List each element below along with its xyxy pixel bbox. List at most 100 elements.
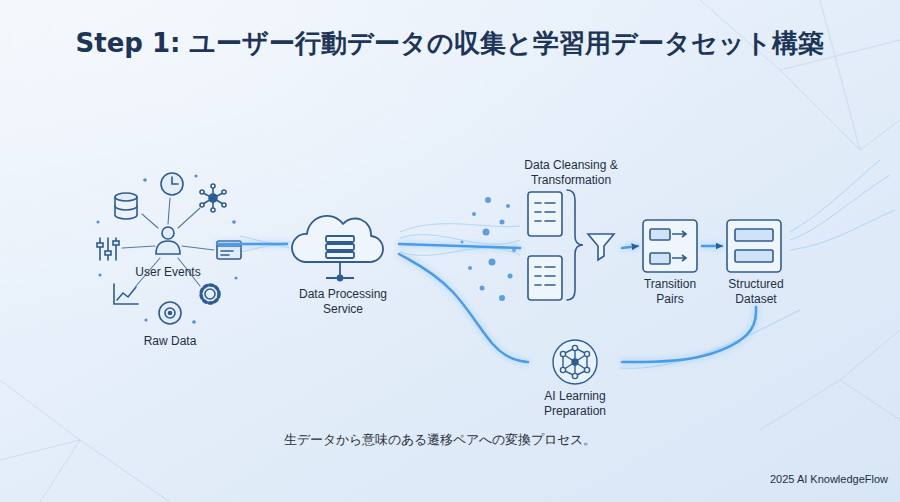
- ai-network-icon-part: [572, 359, 578, 365]
- user-event-icons-part: [211, 208, 215, 212]
- user-event-icons-part-part: [168, 198, 170, 224]
- flow-streams-part: [620, 310, 800, 368]
- user-event-icons-part-part: [182, 246, 214, 250]
- flow-connector: [622, 246, 638, 248]
- user-event-icons: [97, 173, 242, 324]
- flow-streams: [240, 160, 895, 368]
- icon-area: [528, 338, 622, 386]
- data-particles-part: [483, 229, 490, 236]
- cleansing-icons-part: [567, 190, 583, 300]
- flow-node: User Events: [118, 226, 218, 280]
- user-event-icons-part: [169, 312, 172, 315]
- user-event-icons-part-part: [192, 320, 196, 324]
- ai-network-icon-part: [572, 345, 577, 350]
- watermark: 2025 AI KnowledgeFlow: [700, 472, 888, 487]
- flow-streams-part: [400, 224, 520, 232]
- flow-connector: [622, 307, 756, 362]
- user-event-icons-part: [115, 193, 137, 201]
- data-particles-part: [480, 286, 485, 291]
- cleansing-icons-part: [588, 234, 614, 260]
- user-event-icons-part: [200, 203, 204, 207]
- user-event-icons-part: [203, 187, 223, 209]
- user-event-icons-part-part: [178, 208, 200, 228]
- node-label: Data Processing Service: [287, 287, 399, 317]
- cleansing-icons-part: [528, 192, 562, 236]
- ai-network-icon-part: [584, 351, 589, 356]
- flow-connector: [218, 243, 287, 246]
- ai-network-icon-part: [572, 373, 577, 378]
- faint-network-part: [760, 330, 900, 430]
- data-particles-part: [506, 204, 510, 208]
- dataset-icons-part: [735, 250, 773, 262]
- ai-network-icon-part: [584, 367, 589, 372]
- user-event-icons-part: [217, 246, 241, 255]
- diagram-caption: 生データから意味のある遷移ペアへの変換プロセス。: [200, 431, 680, 449]
- node-label: Data Cleansing & Transformation: [520, 158, 622, 188]
- user-event-icons-part-part: [143, 178, 147, 182]
- flow-node: Data Cleansing & Transformation: [520, 158, 622, 308]
- node-label: Structured Dataset: [722, 277, 790, 307]
- user-event-icons-part-part: [97, 221, 100, 224]
- icon-area: [638, 218, 702, 274]
- flow-streams-part: [790, 160, 880, 232]
- user-event-icons-part: [105, 251, 111, 255]
- data-particles-part: [461, 241, 464, 244]
- user-event-icons-part: [162, 227, 174, 239]
- dataset-icons-part: [727, 220, 781, 272]
- faint-network-part: [0, 380, 170, 502]
- user-event-icons-part: [117, 287, 136, 300]
- user-event-icons-part: [114, 284, 138, 304]
- icon-area: [287, 204, 399, 284]
- flow-connector: [702, 245, 722, 248]
- user-event-icons-part: [205, 289, 215, 299]
- ai-network-icon-part: [553, 340, 597, 384]
- flow-node: AI Learning Preparation: [528, 338, 622, 419]
- node-label: Transition Pairs: [638, 277, 702, 307]
- user-event-icons-part: [159, 302, 181, 324]
- cloud-icon-part: [326, 252, 354, 258]
- data-particles-part: [499, 295, 505, 301]
- user-event-icons-part: [115, 206, 137, 210]
- user-event-icons-part: [165, 308, 175, 318]
- cloud-icon: [292, 216, 383, 281]
- faint-network-part: [700, 0, 900, 150]
- user-event-icons-part: [113, 241, 119, 245]
- user-event-icons-part-part: [122, 246, 155, 248]
- user-event-icons-part: [156, 241, 180, 254]
- user-event-icons-part-part: [235, 277, 238, 280]
- data-particles-part: [508, 274, 513, 279]
- flow-streams-part: [790, 175, 890, 240]
- dataset-icons: [643, 220, 781, 272]
- diagram-title: Step 1: ユーザー行動データの収集と学習用データセット構築: [0, 26, 900, 61]
- data-particles-part: [500, 220, 505, 225]
- user-event-icons-part-part: [232, 220, 236, 224]
- cleansing-icons-part: [535, 203, 555, 221]
- user-event-icons-part-part: [195, 175, 198, 178]
- user-event-icons-part-part: [145, 319, 148, 322]
- cloud-icon-part: [292, 216, 383, 262]
- user-event-icons-part: [222, 203, 226, 207]
- icon-area: [520, 188, 622, 308]
- user-event-icons-part: [161, 173, 183, 195]
- user-event-icons-part-part: [99, 274, 102, 277]
- icon-label: Raw Data: [120, 334, 220, 349]
- flow-streams-part: [240, 245, 290, 252]
- cloud-icon-part: [326, 236, 354, 242]
- data-particles-part: [489, 259, 496, 266]
- node-label: User Events: [118, 265, 218, 280]
- flow-streams-part: [790, 210, 895, 250]
- flow-node: Transition Pairs: [638, 218, 702, 307]
- user-event-icons-part: [97, 243, 103, 247]
- cloud-icon-part: [326, 244, 354, 250]
- ai-network-icon-part: [560, 367, 565, 372]
- cleansing-icons-part: [535, 267, 555, 285]
- user-event-icons-part: [211, 184, 215, 188]
- cloud-icon-part: [338, 276, 343, 281]
- data-particles-part: [468, 266, 472, 270]
- flow-connector: [399, 254, 528, 362]
